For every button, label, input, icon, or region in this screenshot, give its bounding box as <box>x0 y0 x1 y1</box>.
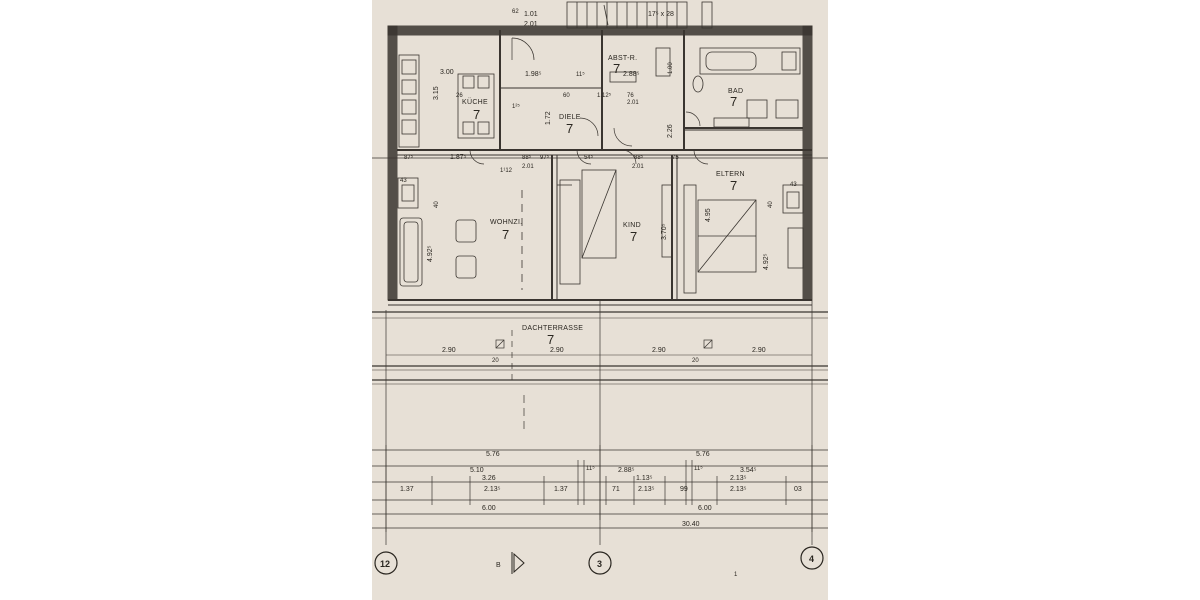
axis-label-3: 3 <box>597 559 602 569</box>
svg-text:26: 26 <box>456 93 463 99</box>
svg-text:62: 62 <box>512 9 519 15</box>
svg-text:2.01: 2.01 <box>522 164 534 170</box>
svg-text:20: 20 <box>492 358 499 364</box>
svg-text:88⁵: 88⁵ <box>634 154 644 161</box>
svg-text:1.37: 1.37 <box>554 486 568 493</box>
room-label-terrasse: DACHTERRASSE <box>522 325 583 332</box>
svg-text:75: 75 <box>672 155 679 161</box>
svg-text:2.90: 2.90 <box>652 347 666 354</box>
room-number-terrasse: 7 <box>547 332 554 347</box>
room-number-wohnzi: 7 <box>502 227 509 242</box>
room-label-abstr: ABST-R. <box>608 55 637 62</box>
room-label-bad: BAD <box>728 88 743 95</box>
room-number-diele: 7 <box>566 121 573 136</box>
svg-text:1.00: 1.00 <box>668 62 674 74</box>
svg-text:3.70⁵: 3.70⁵ <box>661 223 668 240</box>
staircase <box>566 1 713 29</box>
svg-text:2.88⁵: 2.88⁵ <box>623 71 640 78</box>
svg-text:03: 03 <box>794 486 802 493</box>
room-number-kueche: 7 <box>473 107 480 122</box>
room-label-kind: KIND <box>623 222 641 229</box>
room-number-bad: 7 <box>730 94 737 109</box>
svg-text:2.13⁵: 2.13⁵ <box>638 486 655 493</box>
svg-text:3.00: 3.00 <box>440 69 454 76</box>
svg-text:71: 71 <box>612 486 620 493</box>
svg-text:11⁵: 11⁵ <box>694 465 703 472</box>
room-number-eltern: 7 <box>730 178 737 193</box>
room-number-kind: 7 <box>630 229 637 244</box>
svg-text:4.92⁵: 4.92⁵ <box>427 245 434 262</box>
dimension-lines <box>372 157 828 532</box>
svg-text:54⁵: 54⁵ <box>584 154 594 161</box>
svg-text:1²⁵: 1²⁵ <box>512 103 520 110</box>
svg-text:6.00: 6.00 <box>482 505 496 512</box>
svg-text:1.12⁵: 1.12⁵ <box>597 92 612 99</box>
floor-plan-sheet: KÜCHE 7 ABST-R. 7 BAD 7 DIELE 7 WOHNZI. … <box>372 0 828 600</box>
svg-text:11⁵: 11⁵ <box>576 71 585 78</box>
svg-text:76: 76 <box>627 93 634 99</box>
svg-text:11⁵: 11⁵ <box>586 465 595 472</box>
stair-label: 17⁵ x 28 <box>648 11 674 18</box>
svg-text:1.98⁵: 1.98⁵ <box>525 71 542 78</box>
svg-text:2.13⁵: 2.13⁵ <box>730 486 747 493</box>
svg-text:4.92⁵: 4.92⁵ <box>763 253 770 270</box>
child-room-furniture <box>559 169 673 285</box>
floor-plan-drawing: KÜCHE 7 ABST-R. 7 BAD 7 DIELE 7 WOHNZI. … <box>372 0 828 600</box>
parents-room-furniture <box>683 184 804 294</box>
svg-text:5.76: 5.76 <box>696 451 710 458</box>
svg-text:99: 99 <box>680 486 688 493</box>
axis-label-4: 4 <box>809 554 814 564</box>
svg-text:6.00: 6.00 <box>698 505 712 512</box>
svg-text:2.01: 2.01 <box>524 21 538 28</box>
axis-bubbles <box>374 546 824 575</box>
svg-text:2.90: 2.90 <box>752 347 766 354</box>
svg-text:2.90: 2.90 <box>442 347 456 354</box>
svg-text:40: 40 <box>768 201 774 208</box>
svg-text:43: 43 <box>790 182 797 188</box>
svg-text:1.87⁵: 1.87⁵ <box>450 154 467 161</box>
svg-text:87⁵: 87⁵ <box>404 154 414 161</box>
svg-text:1¹12: 1¹12 <box>500 168 513 174</box>
section-marker-b <box>511 552 525 574</box>
dimension-texts: 1.01 2.01 62 3.00 3.15 26 1²⁵ 1.98⁵ 60 1… <box>400 9 802 528</box>
svg-text:20: 20 <box>692 358 699 364</box>
living-room-furniture <box>397 177 572 290</box>
room-label-diele: DIELE <box>559 114 581 121</box>
svg-text:2.88⁵: 2.88⁵ <box>618 467 635 474</box>
svg-text:1.37: 1.37 <box>400 486 414 493</box>
kitchen-fixtures <box>398 54 495 148</box>
svg-text:1.13⁵: 1.13⁵ <box>636 475 653 482</box>
door-swings <box>469 37 709 165</box>
svg-text:3.15: 3.15 <box>433 86 440 100</box>
svg-text:2.01: 2.01 <box>627 100 639 106</box>
svg-text:88⁵: 88⁵ <box>522 154 532 161</box>
svg-text:1.72: 1.72 <box>545 111 552 125</box>
svg-text:3.26: 3.26 <box>482 475 496 482</box>
svg-text:5.10: 5.10 <box>470 467 484 474</box>
svg-text:2.90: 2.90 <box>550 347 564 354</box>
svg-text:1.01: 1.01 <box>524 11 538 18</box>
svg-text:3.54⁵: 3.54⁵ <box>740 467 757 474</box>
storage-fixtures <box>609 47 671 83</box>
svg-text:2.13⁵: 2.13⁵ <box>730 475 747 482</box>
room-number-abstr: 7 <box>613 61 620 76</box>
room-label-eltern: ELTERN <box>716 171 745 178</box>
svg-text:4.95: 4.95 <box>705 208 712 222</box>
svg-text:97⁵: 97⁵ <box>540 154 550 161</box>
bathroom-fixtures <box>692 47 801 128</box>
stray-mark: 1 <box>734 572 738 578</box>
svg-text:43: 43 <box>400 178 407 184</box>
svg-text:40: 40 <box>434 201 440 208</box>
svg-text:5.76: 5.76 <box>486 451 500 458</box>
svg-text:2.13⁵: 2.13⁵ <box>484 486 501 493</box>
svg-text:30.40: 30.40 <box>682 521 700 528</box>
room-label-kueche: KÜCHE <box>462 98 488 106</box>
svg-text:2.26: 2.26 <box>667 124 674 138</box>
section-marker-label: B <box>496 562 501 569</box>
room-label-wohnzi: WOHNZI. <box>490 219 522 226</box>
svg-text:2.01: 2.01 <box>632 164 644 170</box>
svg-text:60: 60 <box>563 93 570 99</box>
axis-label-12: 12 <box>380 559 390 569</box>
